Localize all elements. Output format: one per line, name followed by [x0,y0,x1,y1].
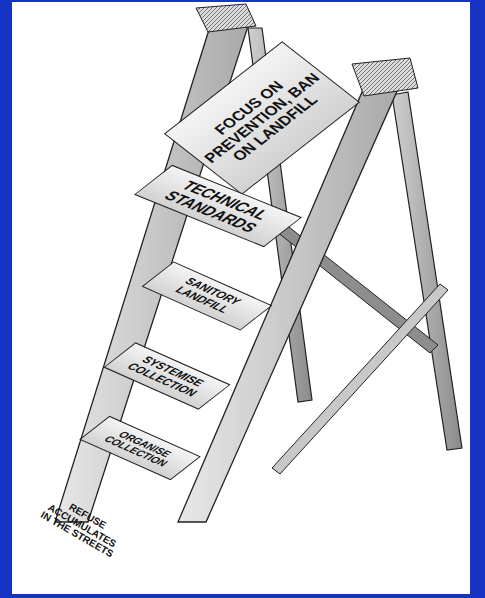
rear-leg [392,92,462,450]
rail-cap [352,58,418,96]
white-panel [12,2,470,594]
rail-cap [196,4,256,32]
